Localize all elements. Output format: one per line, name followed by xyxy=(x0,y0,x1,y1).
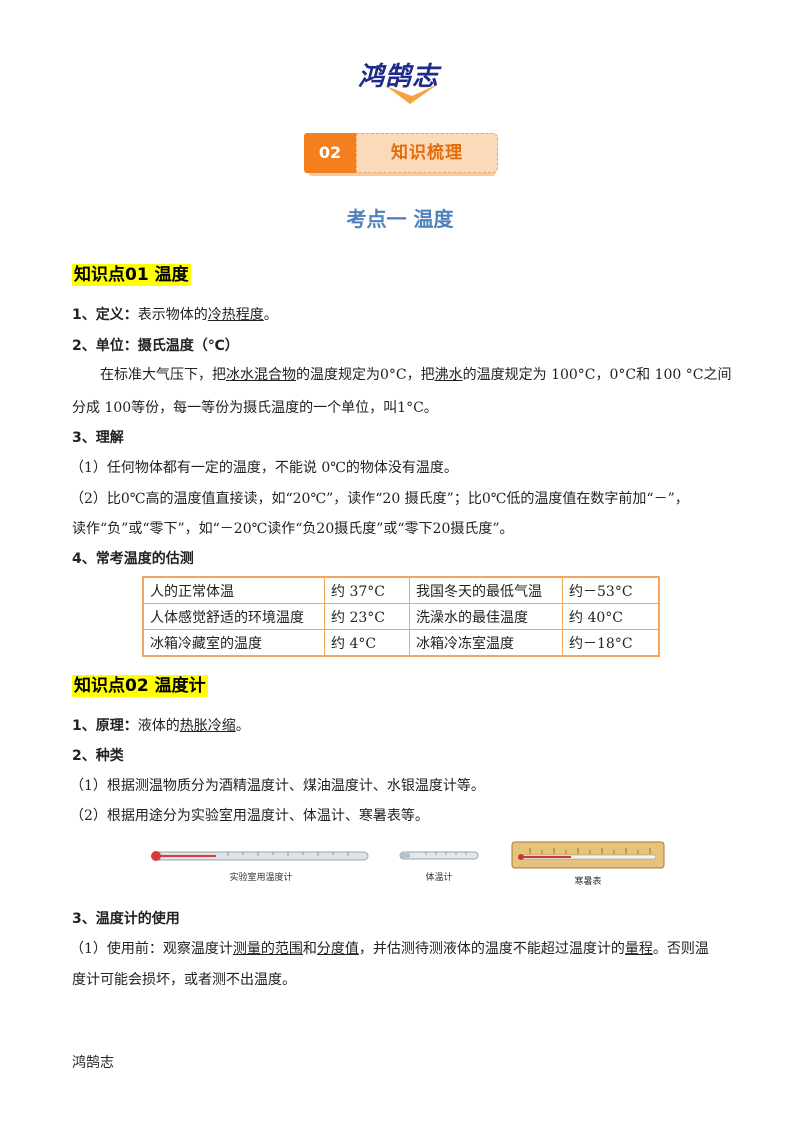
temperature-table: 人的正常体温 约 37°C 我国冬天的最低气温 约－53°C 人体感觉舒适的环境… xyxy=(142,576,660,657)
usage-item-1b: 度计可能会损坏，或者测不出温度。 xyxy=(72,972,296,988)
badge-label: 知识梳理 xyxy=(356,133,498,173)
table-cell: 人的正常体温 xyxy=(142,576,325,604)
footer-text: 鸿鹄志 xyxy=(72,1055,114,1071)
section-badge: 02 知识梳理 xyxy=(304,131,498,177)
wall-thermometer-icon xyxy=(511,841,665,869)
caption-lab-thermometer: 实验室用温度计 xyxy=(229,873,293,883)
kinds-item-2: （2）根据用途分为实验室用温度计、体温计、寒暑表等。 xyxy=(70,808,429,824)
caption-wall-thermometer: 寒暑表 xyxy=(574,877,602,887)
table-cell: 人体感觉舒适的环境温度 xyxy=(142,603,325,630)
usage-heading: 3、温度计的使用 xyxy=(72,911,180,927)
badge-number: 02 xyxy=(304,133,356,173)
unit-paragraph-line1: 在标准大气压下，把冰水混合物的温度规定为0°C，把沸水的温度规定为 100°C，… xyxy=(100,367,732,383)
table-cell: 约－18°C xyxy=(562,629,660,657)
table-cell: 洗澡水的最佳温度 xyxy=(409,603,563,630)
definition-line: 1、定义：表示物体的冷热程度。 xyxy=(72,307,278,323)
table-cell: 约－53°C xyxy=(562,576,660,604)
unit-paragraph-line2: 分成 100等份，每一等份为摄氏温度的一个单位，叫1°C。 xyxy=(72,400,438,416)
kinds-item-1: （1）根据测温物质分为酒精温度计、煤油温度计、水银温度计等。 xyxy=(70,778,485,794)
understand-item-2b: 读作“负”或“零下”，如“－20℃读作“负20摄氏度”或“零下20摄氏度”。 xyxy=(72,521,514,537)
usage-item-1a: （1）使用前：观察温度计测量的范围和分度值，并估测待测液体的温度不能超过温度计的… xyxy=(70,941,709,957)
table-cell: 约 4°C xyxy=(324,629,410,657)
understand-heading: 3、理解 xyxy=(72,430,124,446)
table-cell: 约 23°C xyxy=(324,603,410,630)
principle-line: 1、原理：液体的热胀冷缩。 xyxy=(72,718,250,734)
understand-item-2a: （2）比0℃高的温度值直接读，如“20℃”，读作“20 摄氏度”；比0℃低的温度… xyxy=(70,491,689,507)
table-cell: 冰箱冷冻室温度 xyxy=(409,629,563,657)
table-cell: 约 40°C xyxy=(562,603,660,630)
clinical-thermometer-icon xyxy=(399,851,479,860)
kp2-heading: 知识点02 温度计 xyxy=(72,675,208,697)
unit-heading: 2、单位：摄氏温度（℃） xyxy=(72,338,239,354)
lab-thermometer-icon xyxy=(151,851,369,861)
section-title: 考点一 温度 xyxy=(346,207,454,231)
table-cell: 冰箱冷藏室的温度 xyxy=(142,629,325,657)
clinical-thermometer-figure: 体温计 xyxy=(396,838,482,883)
kp1-heading: 知识点01 温度 xyxy=(72,264,191,286)
table-cell: 我国冬天的最低气温 xyxy=(409,576,563,604)
kinds-heading: 2、种类 xyxy=(72,748,124,764)
logo: 鸿鹄志 xyxy=(352,52,472,108)
table-row: 人的正常体温 约 37°C 我国冬天的最低气温 约－53°C xyxy=(142,576,660,604)
wall-thermometer-figure: 寒暑表 xyxy=(510,840,666,887)
estimate-heading: 4、常考温度的估测 xyxy=(72,551,194,567)
logo-text: 鸿鹄志 xyxy=(358,62,440,92)
checkmark-icon xyxy=(386,84,438,104)
table-cell: 约 37°C xyxy=(324,576,410,604)
table-row: 冰箱冷藏室的温度 约 4°C 冰箱冷冻室温度 约－18°C xyxy=(142,629,660,657)
understand-item-1: （1）任何物体都有一定的温度，不能说 0℃的物体没有温度。 xyxy=(70,460,458,476)
caption-clinical-thermometer: 体温计 xyxy=(425,873,453,883)
lab-thermometer-figure: 实验室用温度计 xyxy=(148,838,374,883)
table-row: 人体感觉舒适的环境温度 约 23°C 洗澡水的最佳温度 约 40°C xyxy=(142,603,660,630)
